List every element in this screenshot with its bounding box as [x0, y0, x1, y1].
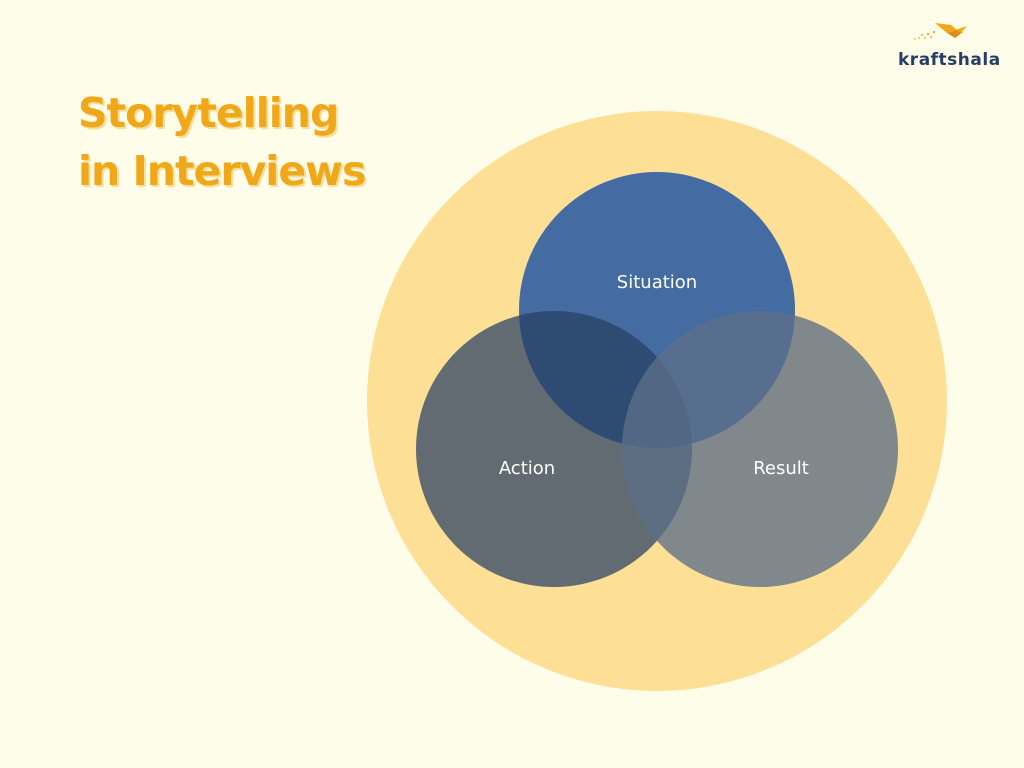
result-label: Result	[753, 458, 809, 479]
result-set	[622, 311, 898, 587]
page-title: Storytelling in Interviews	[78, 84, 366, 200]
title-line-2: in Interviews	[78, 147, 366, 195]
kraftshala-logo: kraftshala	[895, 20, 1005, 76]
title-line-1: Storytelling	[78, 89, 339, 137]
action-circle	[416, 311, 692, 587]
result-circle	[622, 311, 898, 587]
brand-name: kraftshala	[898, 50, 1001, 70]
bird-icon	[914, 23, 967, 40]
action-set	[416, 311, 692, 587]
action-label: Action	[499, 458, 555, 479]
situation-label: Situation	[617, 272, 697, 293]
